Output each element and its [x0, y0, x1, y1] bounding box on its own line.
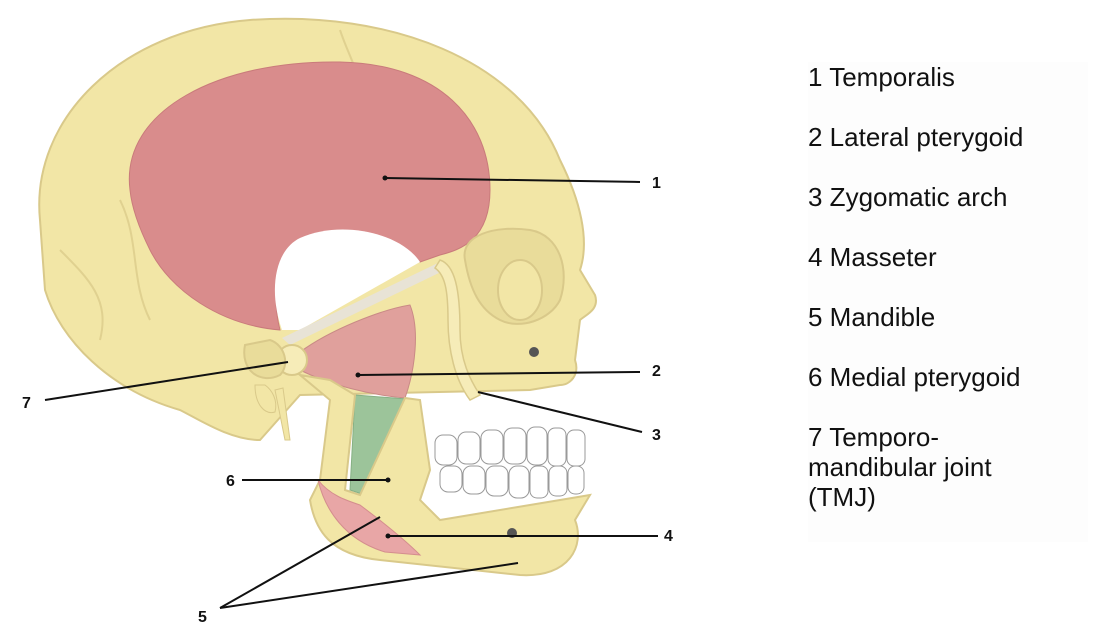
legend: 1 Temporalis 2 Lateral pterygoid 3 Zygom… — [808, 62, 1088, 542]
legend-item-lateral-pterygoid: 2 Lateral pterygoid — [808, 122, 1088, 152]
legend-item-mandible: 5 Mandible — [808, 302, 1088, 332]
leader-line-5a — [220, 517, 380, 608]
callout-5: 5 — [198, 609, 207, 626]
leader-line-5b — [220, 563, 518, 608]
callout-4: 4 — [664, 528, 673, 545]
lower-teeth — [440, 466, 584, 498]
legend-item-masseter: 4 Masseter — [808, 242, 1088, 272]
callout-3: 3 — [652, 427, 661, 444]
callout-2: 2 — [652, 363, 661, 380]
callout-1: 1 — [652, 175, 661, 192]
infraorbital-foramen — [529, 347, 539, 357]
legend-item-temporalis: 1 Temporalis — [808, 62, 1088, 92]
upper-teeth — [435, 427, 585, 466]
orbit-inner — [498, 260, 542, 320]
callout-6: 6 — [226, 473, 235, 490]
skull-diagram: 1 2 3 4 5 6 7 — [0, 0, 730, 628]
legend-item-medial-pterygoid: 6 Medial pterygoid — [808, 362, 1088, 392]
leader-line-3 — [478, 392, 642, 432]
callout-7: 7 — [22, 395, 31, 412]
legend-item-tmj: 7 Temporo- mandibular joint (TMJ) — [808, 422, 1088, 512]
legend-item-zygomatic-arch: 3 Zygomatic arch — [808, 182, 1088, 212]
